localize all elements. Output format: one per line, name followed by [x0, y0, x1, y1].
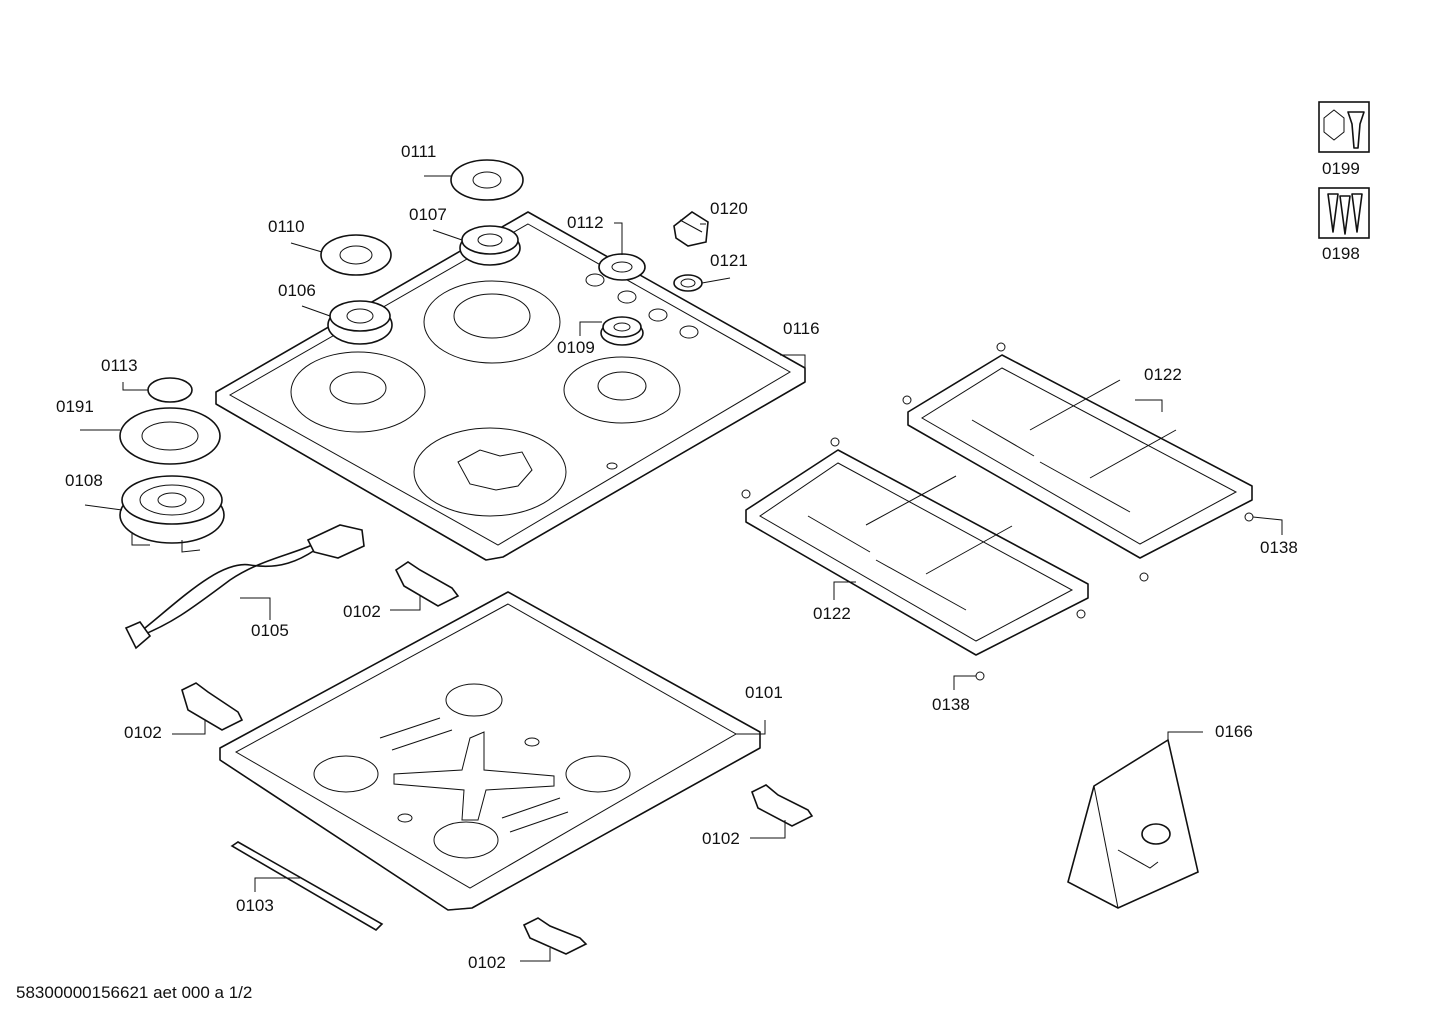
wok-burner-0108	[119, 475, 225, 553]
burner-0106	[327, 300, 393, 345]
label-0191: 0191	[56, 397, 94, 416]
leader-lines	[80, 175, 1283, 962]
mounting-clip-0102-right	[750, 784, 814, 827]
label-0109: 0109	[557, 338, 595, 357]
burner-cap-0110	[320, 234, 392, 276]
label-0122-b: 0122	[813, 604, 851, 623]
pan-support-0122-left	[745, 449, 1089, 656]
power-cable-0105	[124, 524, 365, 650]
label-0108: 0108	[65, 471, 103, 490]
burner-cap-0113	[147, 377, 193, 403]
label-0113: 0113	[101, 356, 138, 375]
part-labels: 0111 0110 0107 0112 0120 0121 0106 0109 …	[56, 142, 1360, 972]
label-0198: 0198	[1322, 244, 1360, 263]
label-0138-b: 0138	[932, 695, 970, 714]
knob-0120	[673, 211, 709, 247]
base-tray-0101	[219, 591, 761, 911]
label-0116: 0116	[783, 319, 820, 338]
label-0112: 0112	[567, 213, 604, 232]
label-0102-c: 0102	[702, 829, 740, 848]
seal-strip-0103	[230, 841, 384, 932]
burner-0107	[459, 225, 521, 266]
screws-icon	[1318, 187, 1370, 239]
label-0107: 0107	[409, 205, 447, 224]
wrench-nut-icon	[1318, 101, 1370, 153]
mounting-clip-0102-bottom	[522, 917, 588, 955]
burner-ring-0191	[119, 407, 221, 465]
pan-support-0122-right	[907, 354, 1253, 559]
mounting-clip-0102-left	[181, 682, 244, 731]
label-0106: 0106	[278, 281, 316, 300]
label-0111: 0111	[401, 142, 436, 161]
mounting-clip-0102-top	[394, 561, 460, 607]
burner-0109	[600, 316, 644, 346]
label-0105: 0105	[251, 621, 289, 640]
label-0138-a: 0138	[1260, 538, 1298, 557]
label-0102-b: 0102	[124, 723, 162, 742]
label-0199: 0199	[1322, 159, 1360, 178]
label-0122-a: 0122	[1144, 365, 1182, 384]
knob-ring-0121	[673, 274, 703, 292]
accessory-bag-0166	[1067, 738, 1199, 909]
cooktop-top-plate	[215, 211, 806, 561]
label-0102-a: 0102	[343, 602, 381, 621]
label-0101: 0101	[745, 683, 783, 702]
label-0103: 0103	[236, 896, 274, 915]
label-0110: 0110	[268, 217, 305, 236]
document-footer: 58300000156621 aet 000 a 1/2	[16, 983, 252, 1002]
burner-cap-0112	[598, 253, 646, 281]
burner-cap-0111	[450, 159, 524, 201]
rubber-feet-0138	[741, 342, 1254, 681]
label-0102-d: 0102	[468, 953, 506, 972]
label-0166: 0166	[1215, 722, 1253, 741]
label-0120: 0120	[710, 199, 748, 218]
label-0121: 0121	[710, 251, 748, 270]
